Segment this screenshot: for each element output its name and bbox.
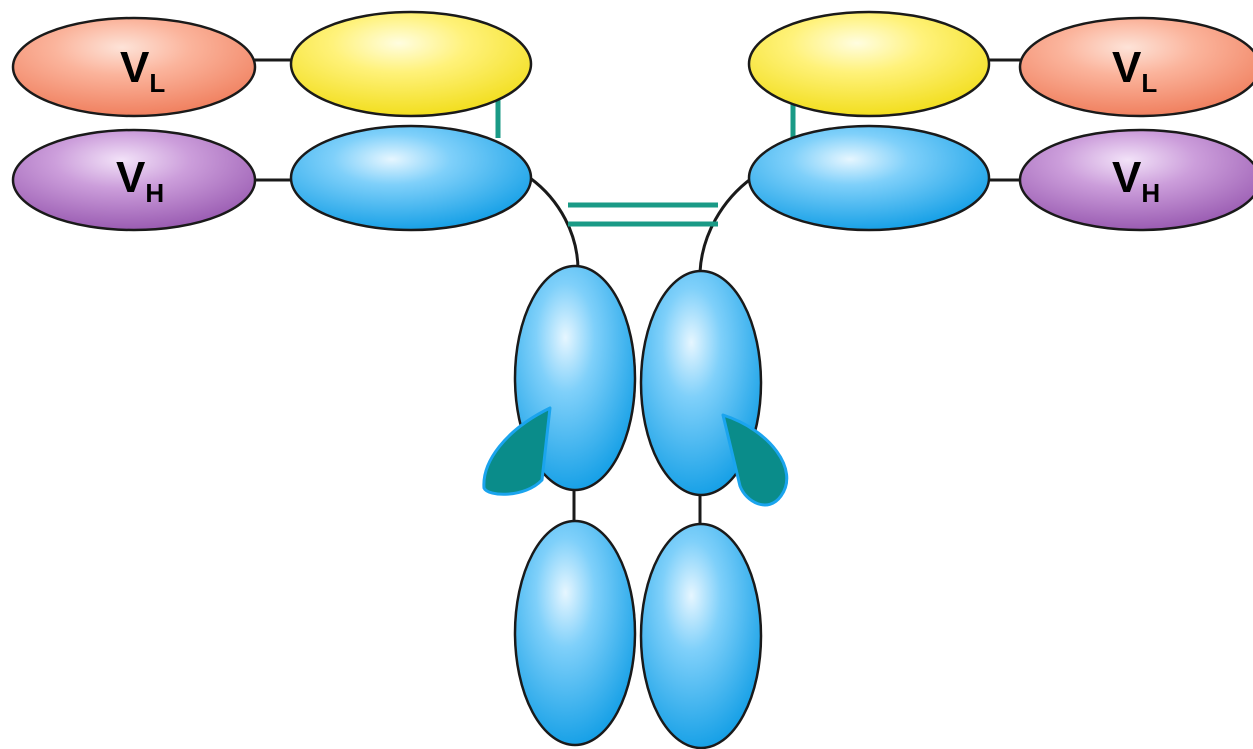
right-ch3-domain	[641, 524, 761, 748]
disulfide-bonds	[498, 98, 793, 224]
left-carbohydrate-icon	[484, 408, 550, 494]
right-fab-arm	[749, 12, 1253, 230]
left-light-constant-domain	[291, 12, 531, 116]
right-light-constant-domain	[749, 12, 989, 116]
fc-region	[515, 266, 761, 748]
right-heavy-constant-domain	[749, 126, 989, 230]
left-fab-arm	[13, 12, 531, 230]
left-heavy-constant-domain	[291, 126, 531, 230]
left-ch3-domain	[515, 521, 635, 745]
carbohydrates	[484, 408, 787, 505]
domain-labels: VL VH VL VH	[116, 43, 1160, 208]
